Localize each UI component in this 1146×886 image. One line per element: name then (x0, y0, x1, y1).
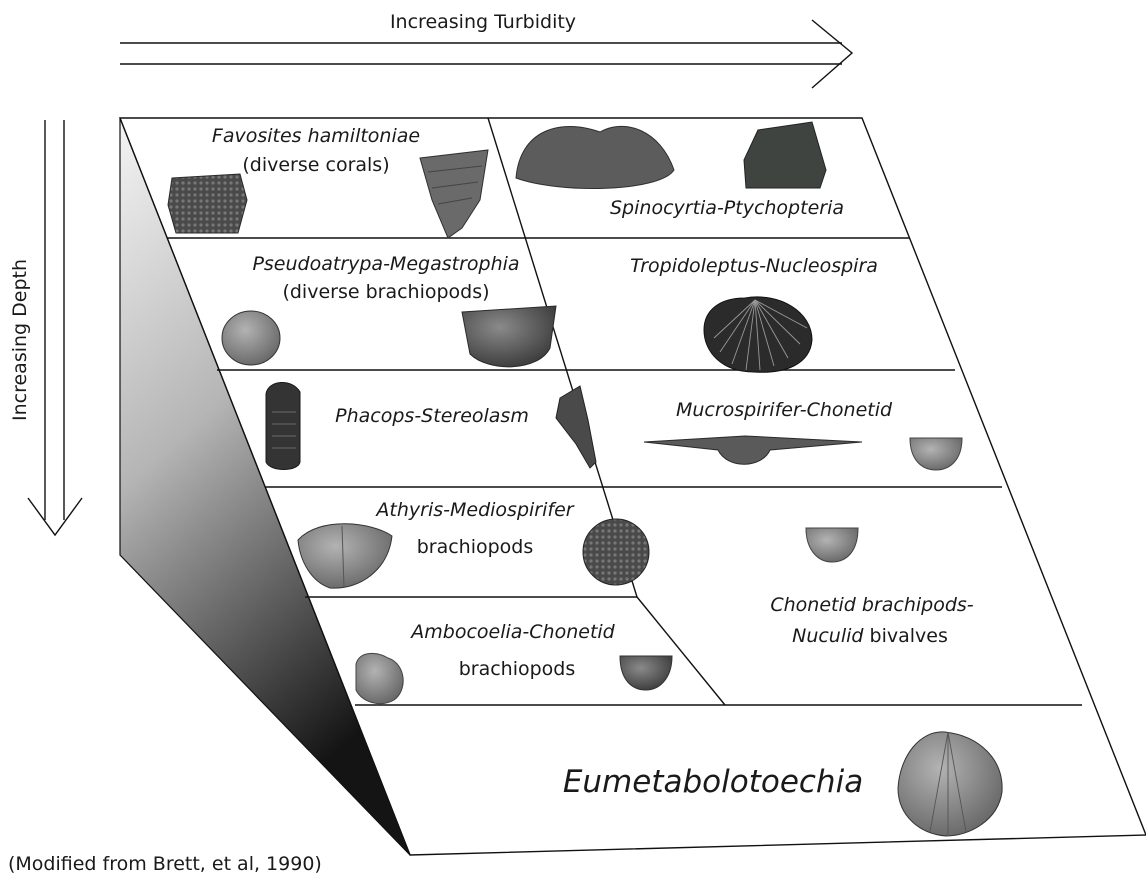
pseudoatrypa-note: (diverse brachiopods) (282, 281, 489, 303)
zone-athyris: Athyris-Mediospirifer brachiopods (298, 499, 649, 588)
turbidity-label: Increasing Turbidity (390, 11, 576, 33)
chonetid-name-a: Chonetid brachipods- (770, 594, 973, 616)
chonetid-shell-icon-2 (620, 656, 672, 690)
turbidity-arrow: Increasing Turbidity (120, 11, 852, 88)
favosites-name: Favosites hamiltoniae (212, 125, 420, 147)
nuculid-name: Nuculid (792, 625, 864, 647)
zone-spinocyrtia: Spinocyrtia-Ptychopteria (516, 122, 844, 219)
pseudoatrypa-name: Pseudoatrypa-Megastrophia (252, 253, 519, 275)
mediospirifer-shell-icon (583, 519, 649, 585)
spinocyrtia-shell-icon (516, 126, 674, 188)
athyris-name: Athyris-Mediospirifer (374, 499, 574, 521)
spinocyrtia-name: Spinocyrtia-Ptychopteria (610, 197, 844, 219)
zone-favosites: Favosites hamiltoniae (diverse corals) (168, 125, 488, 238)
zone-mucrospirifer: Mucrospirifer-Chonetid (644, 399, 962, 470)
megastrophia-shell-icon (462, 306, 556, 367)
tropidoleptus-shell-icon (704, 297, 812, 372)
zone-tropidoleptus: Tropidoleptus-Nucleospira (630, 255, 878, 372)
phacops-trilobite-icon (266, 382, 300, 469)
zone-chonetid-nuculid: Chonetid brachipods- Nuculid bivalves (770, 528, 973, 647)
tropidoleptus-name: Tropidoleptus-Nucleospira (630, 255, 878, 277)
depth-arrow: Increasing Depth (9, 120, 82, 535)
chonetid-shell-icon (910, 438, 962, 470)
depth-label: Increasing Depth (9, 259, 31, 421)
zone-ambocoelia: Ambocoelia-Chonetid brachiopods (356, 621, 672, 704)
svg-text:Nuculid bivalves: Nuculid bivalves (792, 625, 948, 647)
ambocoelia-note: brachiopods (459, 658, 576, 680)
ambocoelia-shell-icon (356, 653, 403, 703)
zone-grid (120, 118, 1146, 855)
chonetid-small-shell-icon (806, 528, 858, 562)
coral-colony-icon (168, 174, 247, 233)
athyris-note: brachiopods (417, 536, 534, 558)
svg-text:Chonetid brachipods-: Chonetid brachipods- (770, 594, 973, 616)
eumetabolotoechia-name: Eumetabolotoechia (563, 764, 863, 800)
favosites-note: (diverse corals) (242, 154, 389, 176)
mucrospirifer-name: Mucrospirifer-Chonetid (676, 399, 893, 421)
mucrospirifer-shell-icon (644, 436, 862, 464)
source-credit: (Modified from Brett, et al, 1990) (8, 853, 322, 875)
eumetabolotoechia-shell-icon (898, 732, 1002, 836)
zone-pseudoatrypa: Pseudoatrypa-Megastrophia (diverse brach… (222, 253, 556, 367)
ptychopteria-shell-icon (744, 122, 826, 188)
ambocoelia-name: Ambocoelia-Chonetid (409, 621, 615, 643)
chonetid-note: bivalves (863, 625, 947, 647)
zone-phacops: Phacops-Stereolasm (266, 382, 596, 469)
phacops-name: Phacops-Stereolasm (335, 405, 529, 427)
stereolasma-coral-icon (556, 386, 596, 468)
zone-eumetabolotoechia: Eumetabolotoechia (563, 732, 1002, 836)
depth-arrowhead-icon (28, 498, 82, 535)
turbidity-arrowhead-icon (812, 20, 852, 88)
pseudoatrypa-shell-icon (222, 311, 280, 365)
horn-coral-icon (420, 150, 488, 238)
athyris-shell-icon (298, 524, 392, 588)
